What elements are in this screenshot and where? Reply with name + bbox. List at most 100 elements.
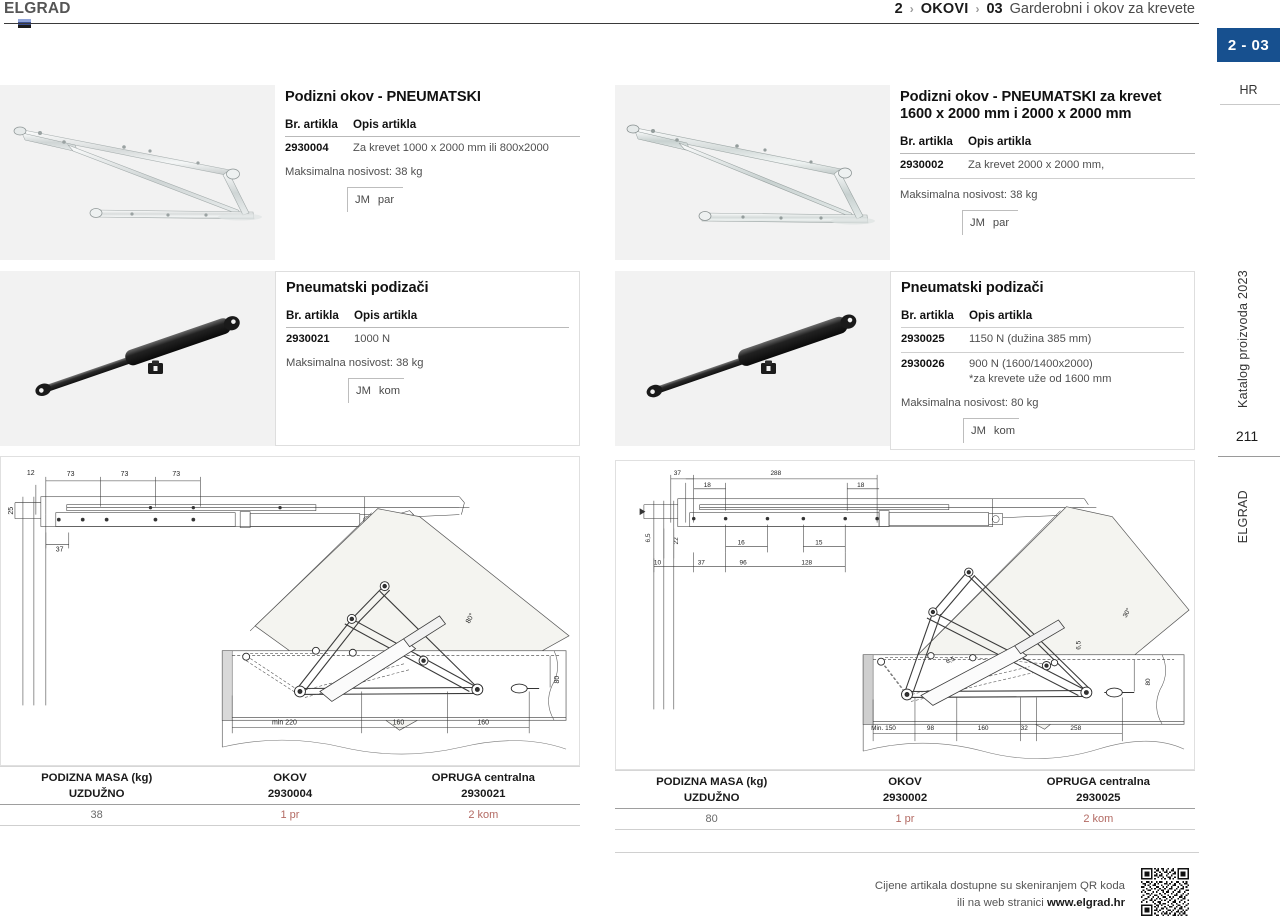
gas-spring-photo [0, 271, 275, 446]
column-left: Podizni okov - PNEUMATSKI Br. artikla Op… [0, 85, 580, 826]
max-load-text: Maksimalna nosivost: 38 kg [285, 166, 423, 178]
breadcrumb-chapter-number[interactable]: 2 [894, 1, 903, 17]
svg-text:16: 16 [738, 539, 746, 546]
product-card[interactable]: Pneumatski podizači Br. artikla Opis art… [615, 271, 1195, 450]
bed-lift-fitting-photo [0, 85, 275, 260]
table-subheader-row: UZDUŽNO 2930004 2930021 [0, 787, 580, 804]
unit-value: par [377, 194, 395, 206]
product-title: Pneumatski podizači [901, 280, 1044, 296]
table-subheader-cell: 2930025 [1076, 791, 1121, 804]
footer-website-url[interactable]: www.elgrad.hr [1046, 896, 1125, 909]
col-header-code: Br. artikla [286, 309, 339, 323]
spec-divider [900, 153, 1195, 155]
svg-text:160: 160 [477, 719, 489, 726]
svg-text:25: 25 [8, 507, 15, 515]
chevron-right-icon: › [975, 2, 980, 16]
svg-text:22: 22 [673, 536, 680, 544]
spec-divider [286, 327, 569, 329]
table-divider [0, 804, 580, 805]
spec-row[interactable]: 2930026 900 N (1600/1400x2000) *za kreve… [901, 357, 1184, 387]
footer-line-1: Cijene artikala dostupne su skeniranjem … [874, 880, 1125, 892]
svg-text:15: 15 [815, 539, 823, 546]
unit-box: JM par [962, 210, 1018, 236]
breadcrumb-category[interactable]: OKOVI [920, 1, 969, 17]
svg-text:30°: 30° [1121, 606, 1133, 619]
table-cell-mass: 80 [705, 812, 718, 825]
svg-text:6,5: 6,5 [1075, 640, 1082, 649]
table-subheader-cell: 2930002 [882, 791, 928, 804]
svg-text:80: 80 [1145, 678, 1152, 686]
svg-text:73: 73 [172, 471, 180, 478]
bed-lift-fitting-photo [615, 85, 890, 260]
gas-spring-photo [615, 271, 890, 446]
table-bottom-rule [615, 828, 1195, 830]
spec-header-row: Br. artikla Opis artikla [286, 309, 569, 322]
breadcrumb: 2 › OKOVI › 03 Garderobni i okov za krev… [895, 1, 1195, 17]
svg-text:98: 98 [927, 725, 935, 732]
spec-row[interactable]: 2930002 Za krevet 2000 x 2000 mm, [900, 158, 1195, 173]
language-indicator[interactable]: HR [1239, 83, 1258, 97]
table-subheader-cell: 2930021 [461, 788, 506, 800]
col-header-desc: Opis artikla [969, 309, 1033, 323]
table-subheader-row: UZDUŽNO 2930002 2930025 [615, 791, 1195, 808]
spec-row[interactable]: 2930025 1150 N (dužina 385 mm) [901, 332, 1184, 347]
table-header-cell: PODIZNA MASA (kg) [656, 775, 768, 788]
spec-header-row: Br. artikla Opis artikla [900, 135, 1195, 148]
table-header-cell: PODIZNA MASA (kg) [41, 772, 153, 784]
article-code: 2930002 [900, 159, 944, 172]
footer-note: Cijene artikala dostupne su skeniranjem … [860, 878, 1125, 911]
article-code: 2930025 [901, 333, 945, 346]
svg-text:73: 73 [67, 471, 75, 478]
brand-logo: ELGRAD [4, 0, 71, 17]
product-card[interactable]: Podizni okov - PNEUMATSKI Br. artikla Op… [0, 85, 580, 260]
unit-label: JM [970, 217, 985, 230]
col-header-desc: Opis artikla [968, 135, 1032, 149]
table-cell-okov: 1 pr [895, 812, 915, 825]
article-description: Za krevet 1000 x 2000 mm ili 800x2000 [353, 142, 549, 155]
unit-box: JM par [347, 187, 403, 212]
svg-text:min 220: min 220 [272, 719, 297, 726]
product-info: Pneumatski podizači Br. artikla Opis art… [275, 271, 580, 446]
col-header-code: Br. artikla [901, 309, 954, 323]
unit-label: JM [355, 194, 370, 206]
table-header-cell: OPRUGA centralna [431, 772, 536, 784]
svg-text:37: 37 [698, 559, 706, 566]
table-cell-mass: 38 [90, 809, 103, 821]
header-divider [4, 23, 1199, 24]
product-card[interactable]: Podizni okov - PNEUMATSKI za krevet 1600… [615, 85, 1195, 260]
max-load-text: Maksimalna nosivost: 38 kg [900, 189, 1038, 202]
article-description: 1150 N (dužina 385 mm) [969, 333, 1092, 346]
svg-text:18: 18 [704, 481, 712, 488]
article-description: 1000 N [354, 333, 391, 346]
svg-text:6,5: 6,5 [945, 655, 956, 665]
spec-row[interactable]: 2930004 Za krevet 1000 x 2000 mm ili 800… [285, 141, 580, 156]
product-card[interactable]: Pneumatski podizači Br. artikla Opis art… [0, 271, 580, 446]
breadcrumb-section-label[interactable]: Garderobni i okov za krevete [1009, 1, 1195, 17]
svg-text:10: 10 [654, 559, 662, 566]
footer-line-2: ili na web stranici www.elgrad.hr [860, 895, 1125, 912]
spec-header-row: Br. artikla Opis artikla [901, 309, 1184, 322]
table-cell-opruga: 2 kom [1083, 812, 1114, 825]
spec-row[interactable]: 2930021 1000 N [286, 332, 569, 347]
table-top-rule [0, 766, 580, 767]
svg-text:73: 73 [121, 471, 129, 478]
section-tab[interactable]: 2 - 03 [1217, 28, 1280, 62]
footer-line-2-prefix: ili na web stranici [957, 896, 1047, 909]
max-load-text: Maksimalna nosivost: 80 kg [901, 396, 1039, 409]
table-header-cell: OKOV [888, 775, 922, 788]
bed-lift-mechanism-drawing-left: 12 73 73 73 25 37 [0, 456, 580, 766]
unit-value: kom [993, 424, 1016, 437]
article-code: 2930026 [901, 358, 945, 370]
unit-label: JM [971, 424, 986, 437]
max-load-text: Maksimalna nosivost: 38 kg [286, 357, 424, 369]
catalog-title-vertical: Katalog proizvoda 2023 [1236, 270, 1250, 408]
col-header-desc: Opis artikla [354, 309, 418, 323]
spec-divider [900, 178, 1195, 180]
column-right: Podizni okov - PNEUMATSKI za krevet 1600… [615, 85, 1195, 830]
qr-code[interactable] [1141, 868, 1189, 916]
svg-text:12: 12 [27, 470, 35, 477]
breadcrumb-section-number[interactable]: 03 [986, 1, 1003, 17]
col-header-code: Br. artikla [900, 135, 953, 149]
rail-divider-top [1220, 104, 1280, 105]
